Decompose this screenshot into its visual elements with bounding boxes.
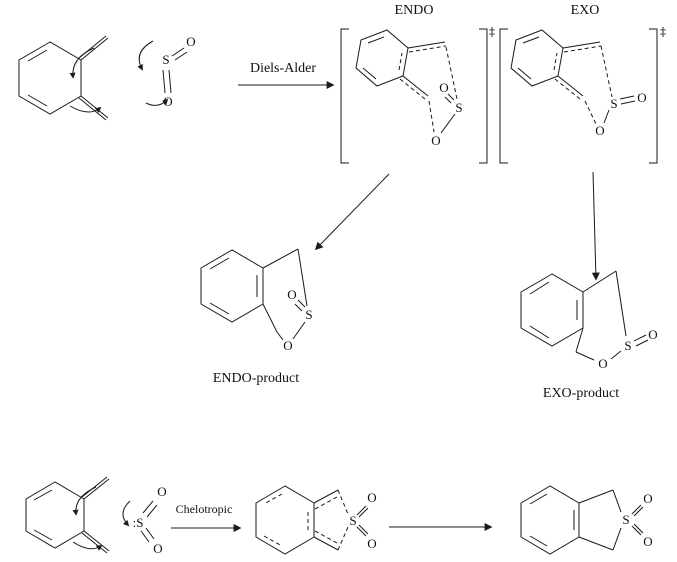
- oxygen-label: O: [648, 327, 657, 342]
- exo-label: EXO: [571, 3, 600, 18]
- endo-label: ENDO: [395, 3, 434, 18]
- o-quinodimethane-top: [18, 35, 109, 121]
- o-quinodimethane-bottom: [25, 476, 110, 554]
- oxygen-label: O: [153, 541, 162, 556]
- exo-brackets: ‡: [499, 25, 666, 164]
- sulfur-label: S: [610, 96, 617, 111]
- oxygen-label: O: [283, 338, 292, 353]
- chelotropic-label: Chelotropic: [176, 502, 233, 516]
- exo-transition-state: S O O: [510, 29, 647, 138]
- diels-alder-arrow: Diels-Alder: [238, 61, 335, 89]
- curved-arrow: [145, 98, 169, 106]
- sulfur-label: S: [455, 100, 462, 115]
- sulfur-dioxide-top: S O O: [162, 34, 195, 109]
- oxygen-label: O: [287, 287, 296, 302]
- oxygen-label: O: [643, 491, 652, 506]
- endo-brackets: ‡: [340, 25, 495, 164]
- oxygen-label: O: [367, 536, 376, 551]
- oxygen-label: O: [431, 133, 440, 148]
- oxygen-label: O: [637, 90, 646, 105]
- curved-arrow: [72, 486, 97, 516]
- exo-product-label: EXO-product: [543, 386, 619, 401]
- sulfur-label: S: [305, 307, 312, 322]
- curved-arrow: [72, 541, 103, 551]
- lone-pair-sulfur-label: :S: [133, 515, 144, 530]
- cheletropic-intermediate: S O O: [255, 485, 377, 555]
- electron-pushing-arrows-bottom: [72, 486, 131, 551]
- oxygen-label: O: [163, 94, 172, 109]
- curved-arrow: [122, 500, 131, 527]
- oxygen-label: O: [595, 123, 604, 138]
- sulfur-label: S: [622, 512, 629, 527]
- oxygen-label: O: [643, 534, 652, 549]
- endo-product-structure: S O O: [200, 248, 313, 353]
- endo-product-label: ENDO-product: [213, 371, 299, 386]
- curved-arrow: [69, 47, 95, 79]
- double-dagger: ‡: [489, 25, 495, 39]
- curved-arrow: [69, 105, 102, 113]
- endo-product-arrow: [314, 173, 390, 251]
- oxygen-label: O: [186, 34, 195, 49]
- diels-alder-label: Diels-Alder: [250, 61, 316, 76]
- sulfur-label: S: [162, 52, 169, 67]
- oxygen-label: O: [439, 80, 448, 95]
- oxygen-label: O: [157, 484, 166, 499]
- electron-pushing-arrows-top: [69, 40, 169, 113]
- exo-product-structure: S O O: [520, 270, 658, 371]
- exo-product-arrow: [591, 171, 600, 281]
- sulfur-dioxide-bottom: :S O O: [133, 484, 167, 556]
- oxygen-label: O: [598, 356, 607, 371]
- double-dagger: ‡: [660, 25, 666, 39]
- curved-arrow: [137, 40, 154, 71]
- sulfur-label: S: [624, 338, 631, 353]
- endo-transition-state: S O O: [355, 29, 463, 148]
- cheletropic-product: S O O: [520, 485, 653, 555]
- sulfur-label: S: [349, 513, 356, 528]
- oxygen-label: O: [367, 490, 376, 505]
- chelotropic-arrow: Chelotropic: [171, 502, 242, 532]
